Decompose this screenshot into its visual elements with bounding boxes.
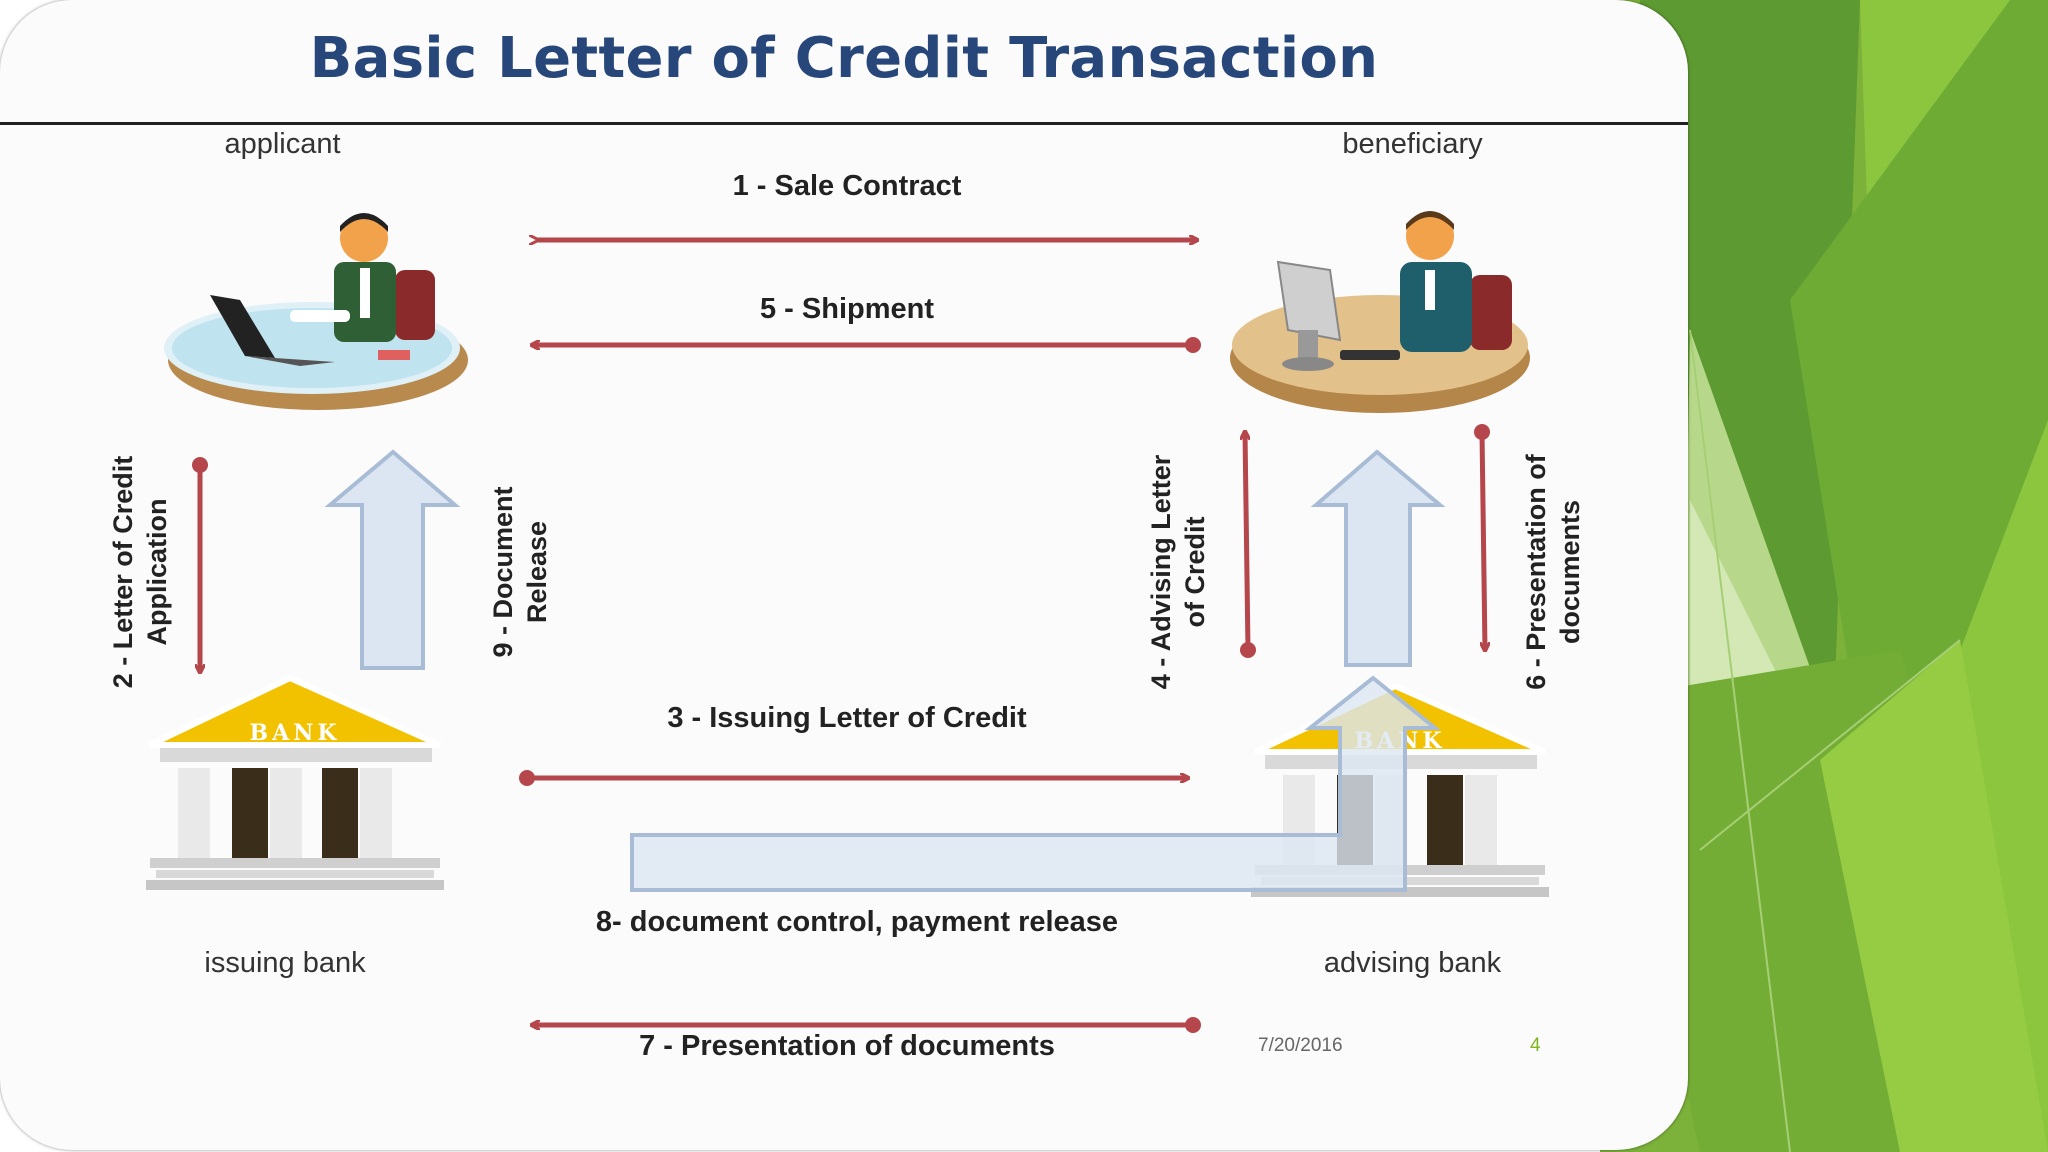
beneficiary-illustration (1230, 211, 1530, 413)
block-arrow-advising-to-beneficiary (1310, 449, 1446, 667)
step-2-label: 2 - Letter of Credit Application (108, 455, 172, 689)
step-3-label: 3 - Issuing Letter of Credit (667, 702, 1027, 734)
step-9-label: 9 - Document Release (488, 486, 552, 658)
issuing-bank-illustration (146, 674, 444, 890)
title-divider (0, 122, 1688, 125)
arrow-advising-lc-origin-dot (1240, 642, 1256, 658)
block-arrow-document-release (324, 449, 461, 670)
slide-date: 7/20/2016 (1258, 1035, 1343, 1056)
lc-transaction-diagram: BANK BANK (146, 211, 1549, 1033)
arrow-lc-application-origin-dot (192, 457, 208, 473)
arrow-issuing-lc-origin-dot (519, 770, 535, 786)
arrow-presentation-to-advising (1479, 431, 1485, 650)
applicant-illustration (164, 213, 468, 410)
slide-content-card: Basic Letter of Credit Transaction (0, 26, 1688, 1062)
label-applicant: applicant (224, 128, 341, 160)
label-advising-bank: advising bank (1323, 947, 1502, 979)
step-1-label: 1 - Sale Contract (732, 170, 962, 202)
issuing-bank-sign: BANK (250, 720, 341, 746)
arrow-advising-lc (1245, 432, 1251, 651)
arrow-shipment-origin-dot (1185, 337, 1201, 353)
arrow-presentation-to-issuing-origin-dot (1185, 1017, 1201, 1033)
slide-title: Basic Letter of Credit Transaction (309, 26, 1379, 91)
arrow-presentation-to-advising-origin-dot (1474, 424, 1490, 440)
step-7-label: 7 - Presentation of documents (639, 1030, 1055, 1062)
block-arrow-payment-release (630, 675, 1441, 892)
step-5-label: 5 - Shipment (759, 293, 934, 325)
slide-page-number: 4 (1530, 1035, 1541, 1056)
step-6-label: 6 - Presentation of documents (1521, 454, 1585, 690)
label-issuing-bank: issuing bank (204, 947, 366, 979)
step-8-label: 8- document control, payment release (595, 906, 1119, 938)
step-4-label: 4 - Advising Letter of Credit (1146, 454, 1210, 690)
label-beneficiary: beneficiary (1342, 128, 1483, 160)
